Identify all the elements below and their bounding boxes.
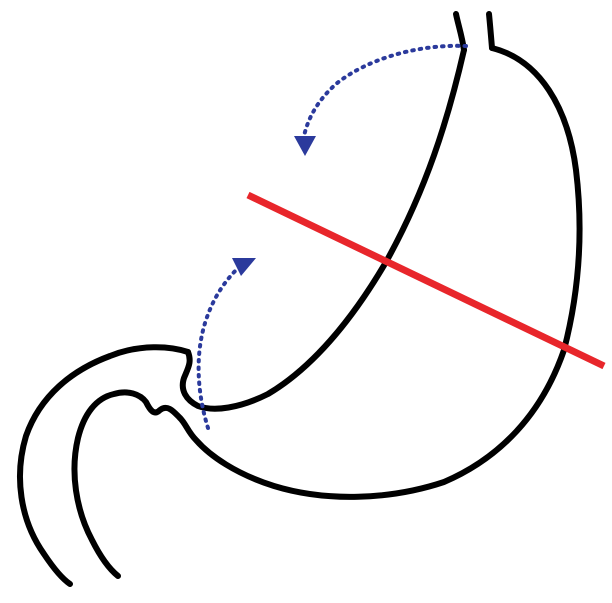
upper-arrowhead-icon [294, 136, 316, 156]
esophagus-right-wall [489, 14, 492, 48]
duodenum-inner-wall [74, 392, 180, 576]
duodenum-upper-wall [20, 347, 188, 584]
esophagus [456, 14, 492, 50]
resection-line [248, 195, 604, 366]
